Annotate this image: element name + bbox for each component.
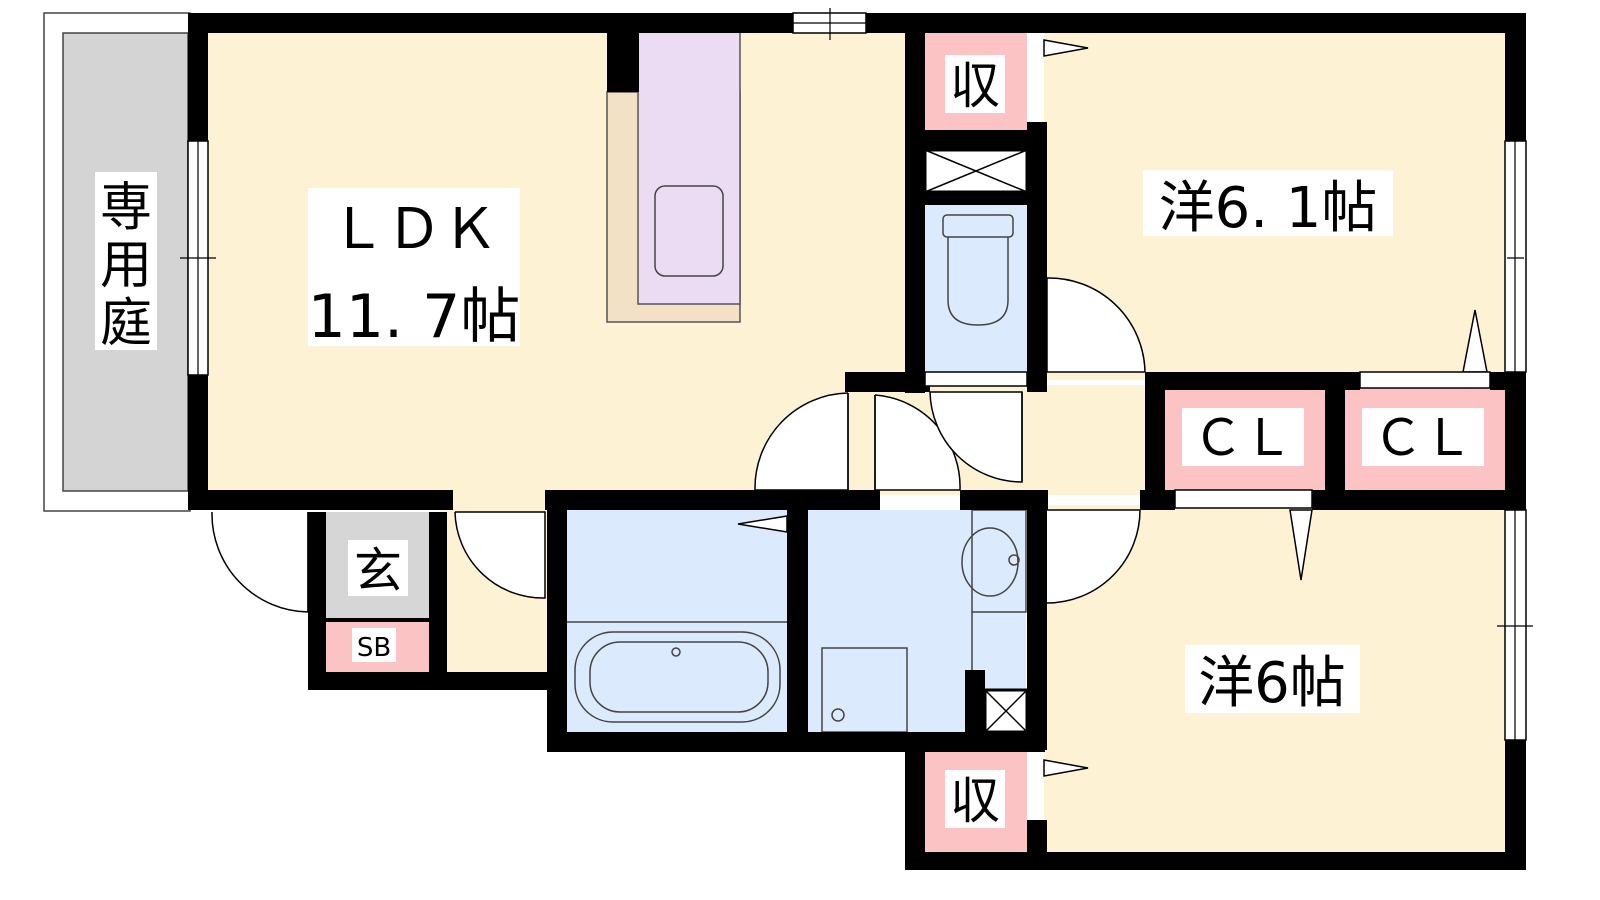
door-leaves bbox=[307, 392, 1023, 612]
kitchen-sink bbox=[654, 185, 724, 277]
bathtub bbox=[574, 631, 781, 723]
garden-label-1: 専 bbox=[100, 178, 152, 238]
storage-bottom-label: 収 bbox=[950, 772, 1000, 830]
ldk-size: 11. 7帖 bbox=[308, 282, 521, 352]
bedroom-bottom-label: 洋6帖 bbox=[1198, 651, 1346, 716]
toilet-bowl bbox=[947, 237, 1009, 326]
storage-top-label-bg bbox=[945, 55, 1005, 113]
bedroom-bottom-label-bg bbox=[1185, 645, 1360, 713]
garden-label-2: 用 bbox=[100, 236, 152, 296]
garden-label-3: 庭 bbox=[100, 294, 152, 354]
ldk-name: ＬＤＫ bbox=[330, 197, 498, 262]
toilet-room bbox=[925, 205, 1027, 372]
storage-top-label: 収 bbox=[950, 57, 1000, 115]
closet-left-label-bg bbox=[1182, 408, 1304, 466]
storage-bottom-label-bg bbox=[945, 770, 1005, 828]
walls bbox=[188, 13, 1526, 870]
garden-label-bg bbox=[95, 172, 157, 350]
kitchen-unit bbox=[637, 31, 741, 305]
shoe-box-label: SB bbox=[357, 633, 391, 663]
bathtub-inner bbox=[589, 641, 769, 713]
window-marks bbox=[180, 8, 1533, 740]
toilet-tank bbox=[942, 214, 1014, 238]
shaft-bottom-cross-b bbox=[984, 689, 1028, 733]
ldk-label-bg bbox=[308, 188, 520, 346]
washing-machine-drain bbox=[831, 708, 845, 722]
bedroom-top-label: 洋6. 1帖 bbox=[1159, 176, 1378, 241]
entrance-label: 玄 bbox=[354, 543, 402, 599]
washbasin-tap bbox=[1008, 554, 1020, 566]
shoe-box-label-bg bbox=[352, 628, 396, 662]
closet-right-label: ＣＬ bbox=[1373, 409, 1473, 467]
bathroom bbox=[567, 510, 787, 732]
doors bbox=[211, 277, 1146, 613]
entrance-label-bg bbox=[348, 540, 408, 596]
sliding-doors bbox=[737, 39, 1491, 777]
closet-left-label: ＣＬ bbox=[1193, 409, 1293, 467]
bathtub-drain bbox=[671, 647, 681, 657]
shaft-top-cross-b bbox=[924, 149, 1028, 193]
bedroom-top-label-bg bbox=[1143, 170, 1393, 236]
closet-right-label-bg bbox=[1362, 408, 1484, 466]
